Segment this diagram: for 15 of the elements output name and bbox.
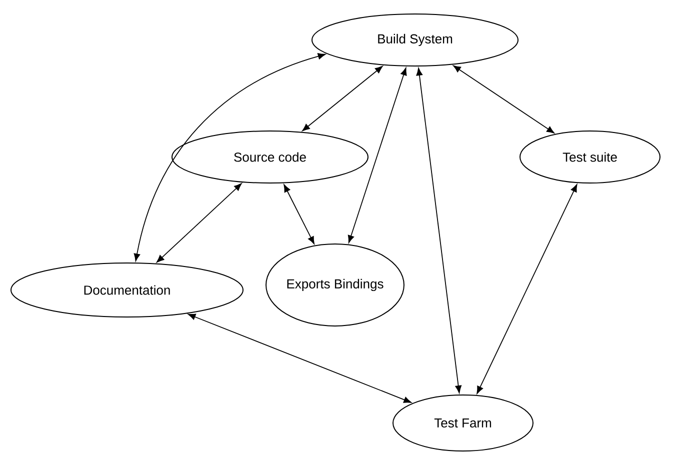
- arrow: [156, 183, 242, 263]
- arrow: [302, 66, 383, 132]
- arrow: [476, 184, 578, 394]
- graph-node: Source code: [172, 130, 368, 184]
- graph-node: Build System: [312, 14, 518, 66]
- arrow: [416, 68, 462, 394]
- arrow: [348, 68, 407, 244]
- arrow: [453, 65, 554, 134]
- graph-node: Test Farm: [392, 394, 534, 452]
- graph-node: Exports Bindings: [266, 244, 404, 326]
- graph-node: Documentation: [10, 262, 244, 318]
- arrow: [134, 53, 326, 262]
- graph-node: Test suite: [520, 130, 660, 184]
- arrow: [284, 184, 314, 244]
- arrow: [188, 314, 412, 403]
